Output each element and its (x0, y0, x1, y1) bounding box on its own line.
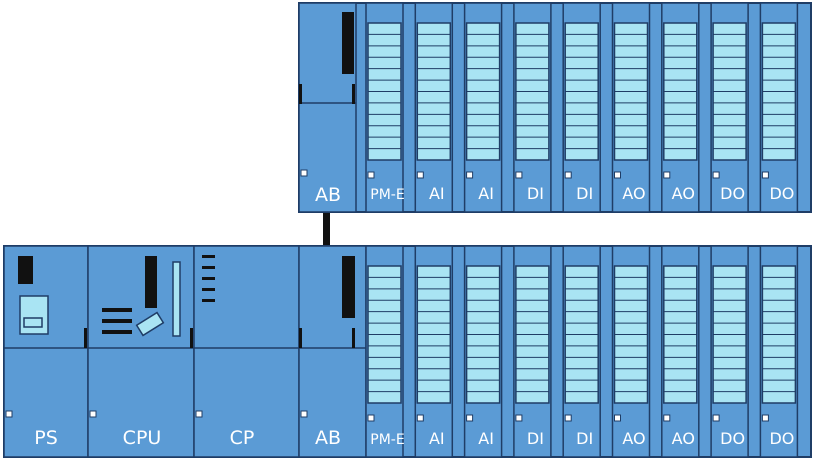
connector-tab (416, 171, 424, 179)
io-module-di: DI (513, 2, 552, 213)
top-rack-head-module-ab: AB (298, 2, 357, 213)
io-module-ao: AO (611, 2, 651, 213)
io-module-ao: AO (661, 2, 700, 213)
module-label: DI (576, 184, 593, 203)
connector-tab (712, 171, 720, 179)
connector-tab (89, 410, 97, 418)
connector-tab (564, 414, 572, 422)
connector-tab (466, 414, 474, 422)
connector-tab (300, 410, 308, 418)
io-module-ai: AI (463, 2, 503, 213)
io-module-di: DI (513, 245, 552, 458)
io-module-ao: AO (611, 245, 651, 458)
top-rack-io-modules: PM-E AI AI DI DI AO AO DO DO (365, 2, 799, 213)
status-led-bar (342, 12, 354, 74)
connector-tab (300, 169, 308, 177)
connector-tab (367, 414, 375, 422)
io-module-ai: AI (414, 2, 454, 213)
io-module-do: DO (759, 245, 799, 458)
io-module-pm-e: PM-E (365, 245, 405, 458)
mode-key-switch (135, 311, 165, 337)
bottom-rack-head-module-ab: AB (298, 245, 367, 458)
connector-tab (712, 414, 720, 422)
connector-tab (515, 171, 523, 179)
io-module-di: DI (562, 245, 601, 458)
module-label: DI (576, 429, 593, 448)
cpu-module: CPU (87, 245, 195, 458)
connector-tab (614, 171, 621, 179)
top-rack: AB PM-E AI AI DI DI AO AO DO DO (298, 2, 812, 213)
status-led-bar (18, 256, 33, 284)
module-label: DO (720, 429, 745, 448)
module-label: AB (315, 427, 341, 449)
module-label: CP (230, 427, 255, 449)
module-label: PS (34, 427, 58, 449)
connector-tab (367, 171, 375, 179)
module-label: DI (527, 429, 544, 448)
module-label: PM-E (370, 432, 404, 448)
module-label: DO (769, 184, 794, 203)
io-module-ai: AI (463, 245, 503, 458)
module-label: AB (315, 184, 341, 206)
io-module-do: DO (710, 245, 749, 458)
module-label: PM-E (370, 187, 404, 203)
connector-tab (466, 171, 474, 179)
module-label: AI (478, 429, 494, 448)
connector-tab (614, 414, 621, 422)
io-module-pm-e: PM-E (365, 2, 405, 213)
memory-card-slot (172, 261, 181, 337)
io-module-do: DO (759, 2, 799, 213)
io-module-ao: AO (661, 245, 700, 458)
module-label: CPU (123, 427, 162, 449)
module-label: AO (622, 429, 645, 448)
connector-tab (5, 410, 13, 418)
connector-tab (663, 414, 671, 422)
connector-tab (416, 414, 424, 422)
connector-tab (761, 414, 769, 422)
connector-tab (761, 171, 769, 179)
bottom-rack: PS CPU CP (3, 245, 812, 458)
module-label: DO (769, 429, 794, 448)
io-module-ai: AI (414, 245, 454, 458)
module-label: AI (429, 184, 445, 203)
connector-tab (195, 410, 203, 418)
io-module-di: DI (562, 2, 601, 213)
power-switch (19, 295, 49, 335)
rack-connector-cable (323, 212, 330, 248)
module-label: AO (672, 429, 695, 448)
module-label: DI (527, 184, 544, 203)
module-label: AI (429, 429, 445, 448)
connector-tab (663, 171, 671, 179)
module-label: DO (720, 184, 745, 203)
module-label: AI (478, 184, 494, 203)
io-module-do: DO (710, 2, 749, 213)
connector-tab (564, 171, 572, 179)
status-led-bar (342, 256, 355, 318)
bottom-rack-io-modules: PM-E AI AI DI DI AO AO DO DO (365, 245, 799, 458)
connector-tab (515, 414, 523, 422)
module-label: AO (672, 184, 695, 203)
status-led-bar (145, 256, 157, 308)
cp-module: CP (193, 245, 300, 458)
power-switch-lever (23, 317, 43, 328)
ps-module: PS (3, 245, 89, 458)
module-label: AO (622, 184, 645, 203)
